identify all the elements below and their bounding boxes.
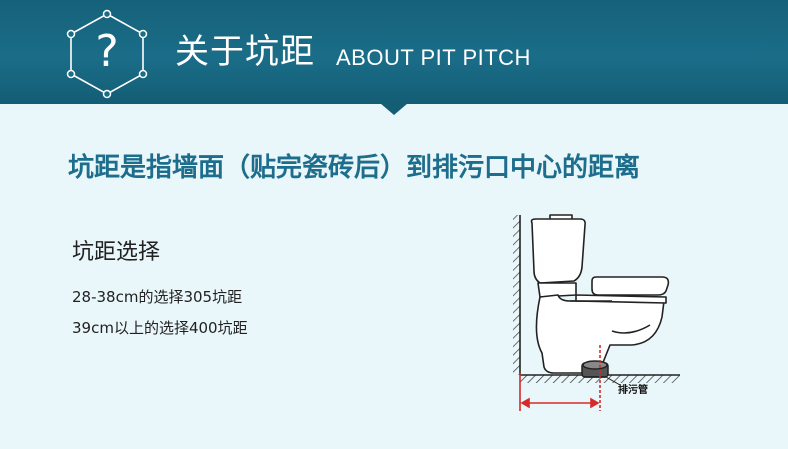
headline: 坑距是指墙面（贴完瓷砖后）到排污口中心的距离 [68, 153, 641, 183]
selection-rule-1: 28-38cm的选择305坑距 [72, 288, 243, 306]
drain-pipe [581, 360, 609, 378]
selection-title: 坑距选择 [72, 240, 161, 265]
question-mark: ? [95, 26, 119, 77]
drain-pipe-label: 排污管 [618, 383, 648, 396]
banner-title-en: ABOUT PIT PITCH [336, 45, 531, 70]
wall [513, 215, 521, 375]
selection-rule-2: 39cm以上的选择400坑距 [72, 319, 248, 337]
toilet [530, 214, 670, 374]
toilet-diagram: 排污管 [513, 214, 680, 411]
drain-pipe-leader [605, 376, 621, 386]
header-banner: ? 关于坑距 ABOUT PIT PITCH [0, 0, 788, 104]
question-hexagon-icon [66, 9, 148, 99]
pit-distance-marker [519, 345, 601, 411]
banner-title-cn: 关于坑距 [175, 32, 315, 72]
banner-notch [380, 103, 408, 115]
